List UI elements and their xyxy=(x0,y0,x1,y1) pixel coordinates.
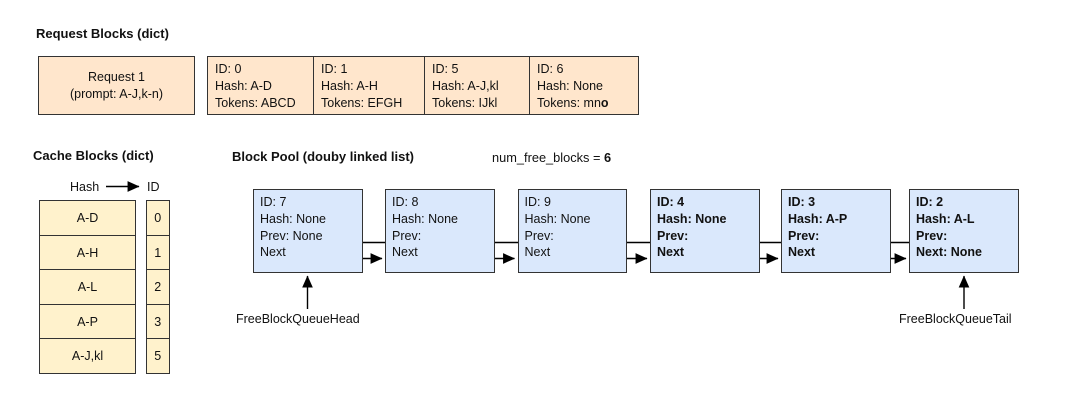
request-block-0: ID: 0 Hash: A-D Tokens: ABCD xyxy=(207,55,315,115)
pool-block-prev: Prev: xyxy=(916,228,948,243)
pool-block-id: ID: 2 xyxy=(916,195,944,209)
free-block-queue-head-label: FreeBlockQueueHead xyxy=(236,312,360,326)
pool-block-id: ID: 9 xyxy=(524,195,551,209)
cache-id-cell: 2 xyxy=(145,269,170,305)
request-block-1: ID: 1 Hash: A-H Tokens: EFGH xyxy=(313,55,426,115)
request-block-tokens: Tokens: ABCD xyxy=(215,95,296,110)
request-block-id: ID: 1 xyxy=(321,61,348,76)
pool-block-prev: Prev: xyxy=(657,228,689,243)
pool-block-prev: Prev: xyxy=(788,228,820,243)
pool-block-prev: Prev: xyxy=(392,228,422,243)
num-free-blocks: num_free_blocks = 6 xyxy=(492,151,611,165)
pool-block-7: ID: 7 Hash: None Prev: None Next xyxy=(253,189,363,273)
request-block-hash: Hash: A-H xyxy=(321,78,378,93)
num-free-blocks-label: num_free_blocks = xyxy=(492,150,605,165)
cache-id-cell: 0 xyxy=(145,200,170,236)
pool-block-hash: Hash: None xyxy=(392,211,459,226)
request-card: Request 1 (prompt: A-J,k-n) xyxy=(38,56,195,115)
pool-block-id: ID: 7 xyxy=(260,195,287,209)
cache-hash-cell: A-P xyxy=(39,303,136,340)
request-block-hash: Hash: A-J,kl xyxy=(432,78,499,93)
pool-block-hash: Hash: A-P xyxy=(788,211,848,226)
pool-block-id: ID: 8 xyxy=(392,195,419,209)
request-block-hash: Hash: A-D xyxy=(215,78,272,93)
pool-block-next: Next xyxy=(788,245,816,260)
pool-block-9: ID: 9 Hash: None Prev: Next xyxy=(517,189,627,273)
pool-block-next: Next xyxy=(524,245,551,260)
cache-hash-column: A-D A-H A-L A-P A-J,kl xyxy=(39,200,136,374)
request-block-id: ID: 6 xyxy=(537,61,564,76)
request-block-5: ID: 5 Hash: A-J,kl Tokens: IJkl xyxy=(424,55,531,115)
pool-block-next: Next xyxy=(392,245,418,260)
pool-block-id: ID: 3 xyxy=(788,195,816,209)
request-block-6: ID: 6 Hash: None Tokens: mno xyxy=(529,55,639,115)
pool-block-hash: Hash: None xyxy=(657,211,727,226)
cache-hash-cell: A-L xyxy=(39,269,136,305)
cache-blocks-title: Cache Blocks (dict) xyxy=(33,148,154,163)
cache-hash-cell: A-J,kl xyxy=(39,338,136,374)
request-card-name: Request 1 xyxy=(88,70,145,84)
pool-block-4: ID: 4 Hash: None Prev: Next xyxy=(650,189,760,273)
request-block-tokens: Tokens: EFGH xyxy=(321,95,403,110)
request-block-hash: Hash: None xyxy=(537,78,604,93)
pool-block-2: ID: 2 Hash: A-L Prev: Next: None xyxy=(909,189,1019,273)
pool-block-prev: Prev: None xyxy=(260,228,323,243)
cache-id-cell: 3 xyxy=(145,303,170,340)
pool-block-next: Next xyxy=(657,245,685,260)
pool-block-next: Next xyxy=(260,245,286,260)
free-block-queue-tail-label: FreeBlockQueueTail xyxy=(899,312,1012,326)
cache-header-id: ID xyxy=(147,180,160,194)
cache-header-hash: Hash xyxy=(70,180,100,194)
pool-block-prev: Prev: xyxy=(524,228,554,243)
pool-block-hash: Hash: None xyxy=(524,211,591,226)
num-free-blocks-value: 6 xyxy=(604,150,612,165)
block-pool-title: Block Pool (douby linked list) xyxy=(232,149,415,164)
request-block-tokens: Tokens: IJkl xyxy=(432,95,498,110)
cache-id-column: 0 1 2 3 5 xyxy=(145,200,170,374)
pool-block-next: Next: None xyxy=(916,245,982,260)
request-blocks-title: Request Blocks (dict) xyxy=(36,26,169,41)
request-card-prompt: (prompt: A-J,k-n) xyxy=(69,86,164,101)
request-block-tokens: Tokens: mno xyxy=(537,95,609,110)
request-block-id: ID: 5 xyxy=(432,61,459,76)
cache-id-cell: 1 xyxy=(145,234,170,271)
pool-block-hash: Hash: A-L xyxy=(916,211,975,226)
pool-block-3: ID: 3 Hash: A-P Prev: Next xyxy=(781,189,891,273)
pool-block-8: ID: 8 Hash: None Prev: Next xyxy=(385,189,495,273)
cache-hash-cell: A-D xyxy=(39,200,136,236)
cache-hash-cell: A-H xyxy=(39,234,136,271)
pool-block-id: ID: 4 xyxy=(657,195,685,209)
pool-block-hash: Hash: None xyxy=(260,211,327,226)
cache-id-cell: 5 xyxy=(145,338,170,374)
request-block-id: ID: 0 xyxy=(215,61,242,76)
